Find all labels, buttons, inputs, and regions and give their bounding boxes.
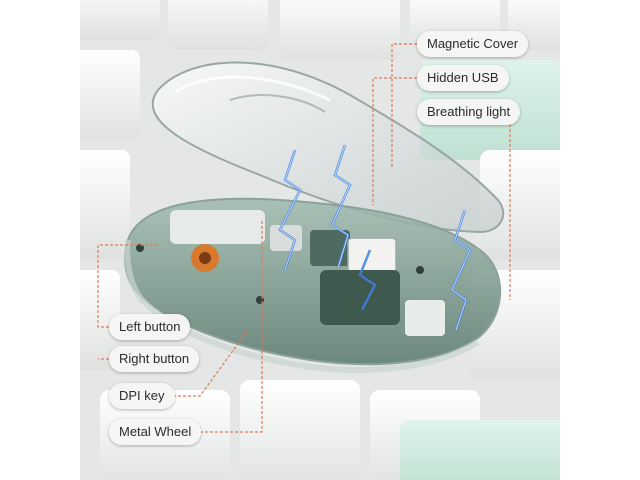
callout-metal-wheel: Metal Wheel xyxy=(109,419,202,445)
callout-dpi-key: DPI key xyxy=(109,383,175,409)
leader-breathing-light xyxy=(417,111,511,300)
callout-right-button: Right button xyxy=(109,346,200,372)
callout-breathing-light: Breathing light xyxy=(417,99,521,125)
mouse-base xyxy=(124,197,501,373)
callout-left-button: Left button xyxy=(109,314,191,340)
leader-left-button xyxy=(97,244,160,328)
leader-hidden-usb xyxy=(372,77,417,205)
magnetic-cover-shell xyxy=(151,61,505,234)
callout-magnetic-cover: Magnetic Cover xyxy=(417,31,529,57)
callout-hidden-usb: Hidden USB xyxy=(417,65,509,91)
leader-magnetic-cover xyxy=(391,43,417,168)
leader-metal-wheel xyxy=(180,220,263,433)
